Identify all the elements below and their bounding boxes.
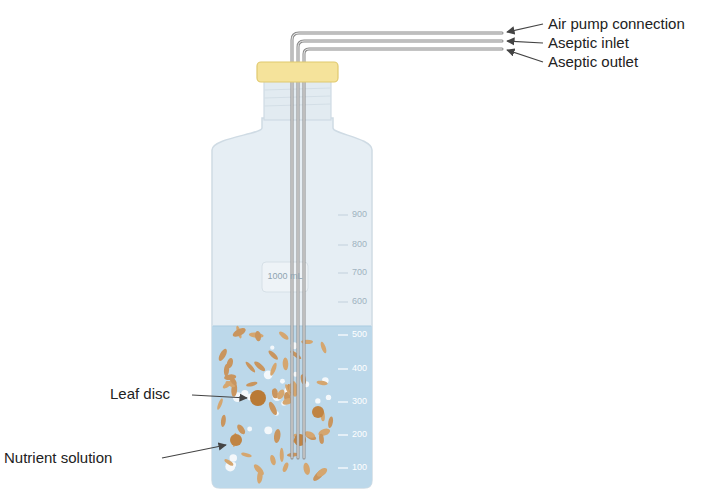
bottle-volume-mark: 1000 mL [267,272,302,282]
callout-label: Air pump connection [548,16,685,33]
nutrient-solution [200,326,390,496]
scale-number: 200 [352,430,367,440]
scale-number: 400 [352,364,367,374]
leaf-disc [250,390,266,406]
callout-label: Nutrient solution [4,450,112,467]
label-window [262,262,308,292]
scale-ticks [338,215,348,468]
scale-number: 100 [352,463,367,473]
scale-number: 500 [352,330,367,340]
scale-number: 700 [352,268,367,278]
leaf-discs [216,325,334,484]
scale-number: 300 [352,397,367,407]
callout-label: Leaf disc [110,386,170,403]
bottle-cap [257,62,338,82]
leader-arrows [162,24,543,458]
callout-label: Aseptic inlet [548,35,629,52]
tubes [292,33,502,458]
scale-number: 600 [352,297,367,307]
callout-label: Aseptic outlet [548,54,638,71]
scale-number: 800 [352,240,367,250]
scale-number: 900 [352,210,367,220]
